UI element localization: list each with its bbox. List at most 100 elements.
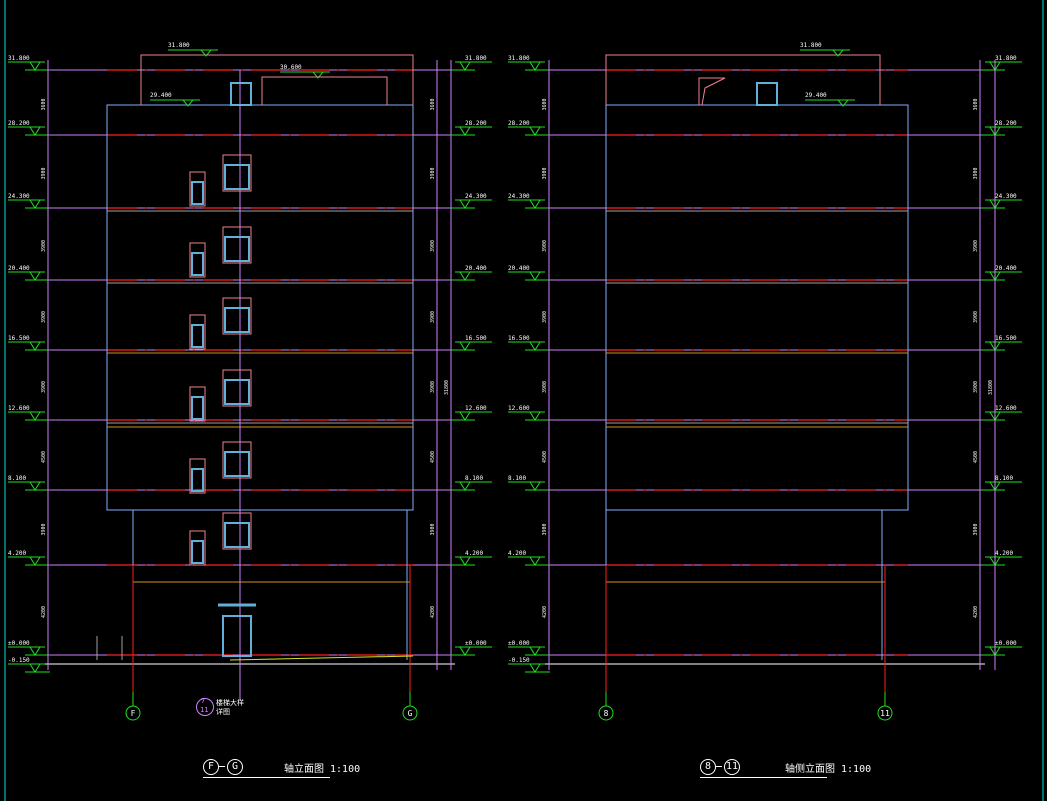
level-label: 16.500 xyxy=(995,335,1017,342)
dimension-text: 3900 xyxy=(430,381,436,393)
level-triangle-icon xyxy=(29,271,41,281)
level-triangle-icon xyxy=(459,271,471,281)
level-marker: 31.800 xyxy=(980,55,1022,71)
level-label: -0.150 xyxy=(508,657,530,664)
level-label: 31.800 xyxy=(508,55,530,62)
level-label: 24.300 xyxy=(465,193,487,200)
level-triangle-icon xyxy=(459,199,471,209)
level-marker: 28.200 xyxy=(980,120,1022,136)
dash xyxy=(219,766,225,767)
axis-bubble xyxy=(402,705,418,721)
window-frame-small xyxy=(189,314,206,350)
level-label: 24.300 xyxy=(508,193,530,200)
window-small xyxy=(191,181,204,205)
level-label: 20.400 xyxy=(995,265,1017,272)
level-marker: ±0.000 xyxy=(980,640,1022,656)
level-marker: 28.200 xyxy=(8,120,50,136)
level-triangle-icon xyxy=(459,411,471,421)
detail-bubble xyxy=(196,698,214,716)
level-triangle-icon xyxy=(29,481,41,491)
window-frame xyxy=(222,154,252,192)
roof-level-label: 29.400 xyxy=(805,92,827,99)
level-label: 20.400 xyxy=(508,265,530,272)
level-marker: 4.200 xyxy=(508,550,550,566)
level-label: 12.600 xyxy=(995,405,1017,412)
dimension-text: 3600 xyxy=(973,98,979,110)
dimension-text: 3900 xyxy=(973,523,979,535)
level-label: 12.600 xyxy=(465,405,487,412)
axis-label: 8 xyxy=(604,709,609,718)
detail-label: 楼梯大样 xyxy=(216,699,244,707)
level-label: 16.500 xyxy=(8,335,30,342)
level-marker: 20.400 xyxy=(508,265,550,281)
dimension-text: 3600 xyxy=(430,98,436,110)
window-frame xyxy=(222,512,252,550)
window xyxy=(224,379,250,405)
level-triangle-icon xyxy=(529,646,541,656)
level-marker: 31.800 xyxy=(8,55,50,71)
level-triangle-icon xyxy=(529,199,541,209)
level-label: 4.200 xyxy=(465,550,483,557)
level-triangle-icon xyxy=(199,49,213,57)
axis-bubble xyxy=(598,705,614,721)
level-label: ±0.000 xyxy=(465,640,487,647)
roof-level-label: 31.800 xyxy=(168,42,190,49)
dimension-text: 3900 xyxy=(430,523,436,535)
dash xyxy=(716,766,722,767)
level-triangle-icon xyxy=(29,126,41,136)
level-label: 28.200 xyxy=(465,120,487,127)
level-marker: 20.400 xyxy=(450,265,492,281)
window xyxy=(224,307,250,333)
dimension-text: 3900 xyxy=(41,167,47,179)
level-marker: 31.800 xyxy=(508,55,550,71)
dimension-text: 4200 xyxy=(41,606,47,618)
level-triangle-icon xyxy=(459,556,471,566)
level-triangle-icon xyxy=(529,663,541,673)
parapet-outline xyxy=(605,54,881,105)
level-marker: 31.800 xyxy=(450,55,492,71)
level-triangle-icon xyxy=(459,646,471,656)
level-triangle-icon xyxy=(529,271,541,281)
level-marker: -0.150 xyxy=(8,657,50,673)
level-label: 8.100 xyxy=(8,475,26,482)
left-view-title: F G 轴立面图 1:100 xyxy=(200,757,360,779)
level-marker: 8.100 xyxy=(980,475,1022,491)
level-label: ±0.000 xyxy=(508,640,530,647)
window-small xyxy=(191,540,204,564)
axis-bubble xyxy=(877,705,893,721)
level-triangle-icon xyxy=(29,411,41,421)
axis-label: G xyxy=(408,709,413,718)
dimension-text: 4500 xyxy=(973,451,979,463)
dimension-text: 3900 xyxy=(973,240,979,252)
axis-bubble-title-end: G xyxy=(227,759,243,775)
window-frame-small xyxy=(189,386,206,422)
detail-label-2: 详图 xyxy=(216,708,230,716)
level-marker: ±0.000 xyxy=(508,640,550,656)
level-label: 28.200 xyxy=(508,120,530,127)
level-marker: 8.100 xyxy=(8,475,50,491)
level-label: 4.200 xyxy=(995,550,1013,557)
level-marker: 28.200 xyxy=(508,120,550,136)
window xyxy=(224,236,250,262)
dimension-text: 3900 xyxy=(41,381,47,393)
level-label: 4.200 xyxy=(508,550,526,557)
window-frame-small xyxy=(189,530,206,566)
level-marker: 8.100 xyxy=(508,475,550,491)
title-underline xyxy=(203,777,330,778)
window xyxy=(224,451,250,477)
level-label: 4.200 xyxy=(8,550,26,557)
stair-roof-outline xyxy=(261,76,388,105)
window-frame-small xyxy=(189,242,206,278)
dimension-text: 3600 xyxy=(41,98,47,110)
detail-callout[interactable]: 7 11 楼梯大样 详图 xyxy=(196,697,276,720)
level-label: 31.800 xyxy=(8,55,30,62)
window-frame-small xyxy=(189,458,206,494)
level-marker: 16.500 xyxy=(980,335,1022,351)
level-marker: 4.200 xyxy=(980,550,1022,566)
level-triangle-icon xyxy=(529,556,541,566)
level-label: 12.600 xyxy=(8,405,30,412)
level-label: 31.800 xyxy=(995,55,1017,62)
dimension-text: 4200 xyxy=(430,606,436,618)
window-frame xyxy=(222,297,252,335)
